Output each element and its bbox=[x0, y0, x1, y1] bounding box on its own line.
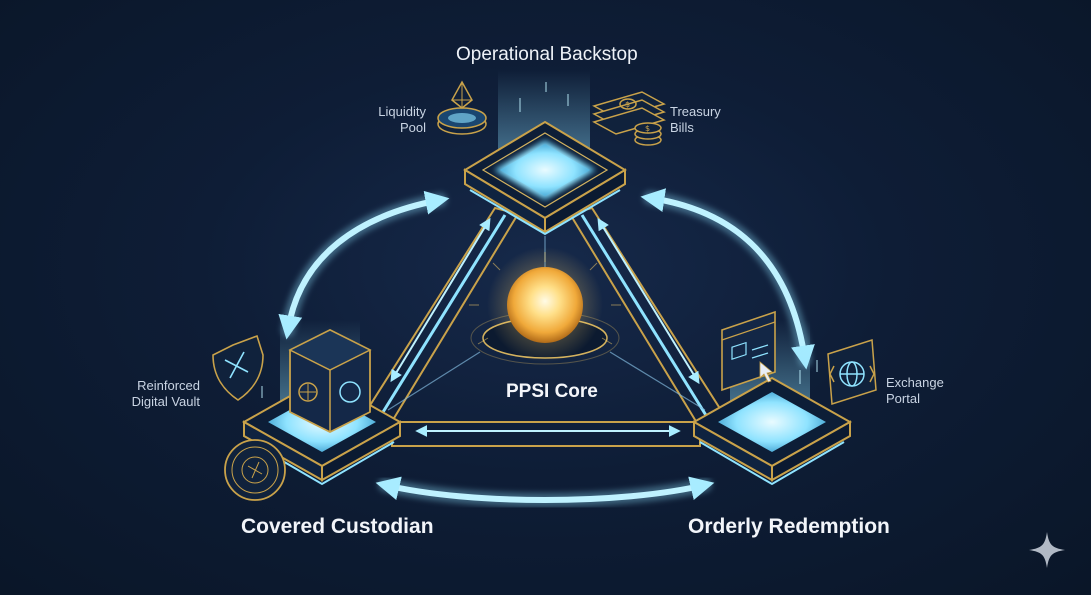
label-exchange-portal: Exchange Portal bbox=[886, 375, 944, 406]
arrow-left-arc bbox=[278, 190, 450, 340]
beam-arrows bbox=[390, 217, 700, 437]
ethereum-icon bbox=[437, 80, 487, 135]
node-left-platform bbox=[212, 320, 403, 501]
cycle-arrows bbox=[278, 188, 815, 507]
vault-icon bbox=[288, 328, 372, 434]
label-treasury-bills: Treasury Bills bbox=[670, 104, 721, 135]
shield-icon bbox=[212, 334, 264, 401]
coins-icon: $ bbox=[634, 122, 662, 146]
dollar-bills-icon: $ bbox=[592, 91, 666, 135]
node-right-title: Orderly Redemption bbox=[688, 515, 890, 538]
arrow-bottom-arc bbox=[375, 476, 715, 507]
core-orb bbox=[507, 267, 583, 343]
browser-window-icon bbox=[721, 310, 776, 392]
node-top-platform bbox=[463, 70, 627, 236]
svg-text:$: $ bbox=[645, 124, 650, 133]
node-top-title: Operational Backstop bbox=[456, 44, 638, 65]
svg-text:$: $ bbox=[625, 100, 630, 109]
globe-icon bbox=[827, 338, 877, 406]
label-digital-vault: Reinforced Digital Vault bbox=[131, 378, 200, 409]
sparkle-icon bbox=[1029, 532, 1065, 568]
label-liquidity-pool: Liquidity Pool bbox=[378, 104, 426, 135]
node-left-title: Covered Custodian bbox=[241, 515, 434, 538]
seal-icon bbox=[224, 439, 286, 501]
node-right-platform bbox=[691, 310, 877, 486]
ppsi-core bbox=[469, 247, 621, 365]
core-label: PPSI Core bbox=[506, 381, 598, 402]
